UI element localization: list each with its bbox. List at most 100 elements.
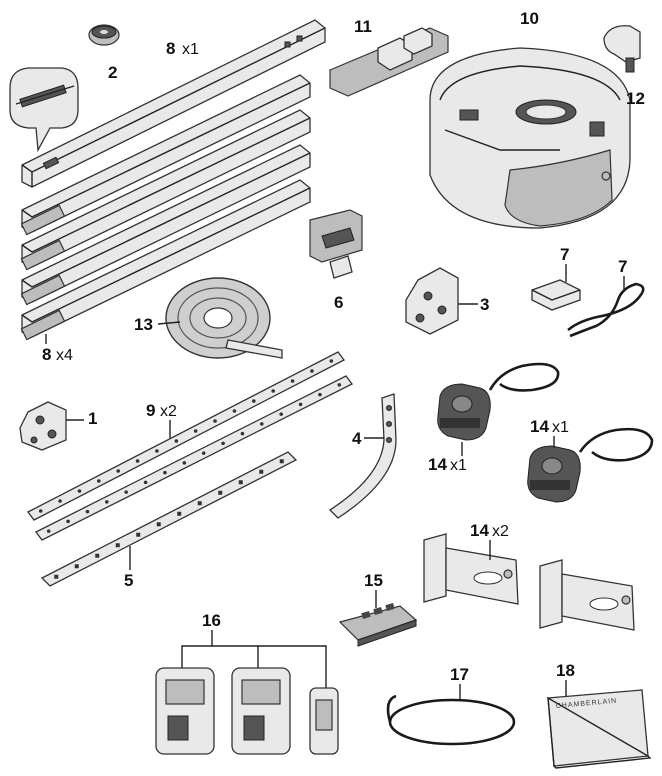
strap-hole bbox=[182, 461, 187, 465]
safety-sensor-unit-b bbox=[527, 427, 654, 503]
strap-hole bbox=[97, 479, 101, 483]
label-part-16: 16 bbox=[202, 611, 221, 630]
labels: 8 x1 2 11 10 12 6 13 3 7 7 8 x4 1 9 x2 4… bbox=[42, 9, 645, 700]
qty-part-8-top: x1 bbox=[182, 41, 199, 58]
strap-hole bbox=[279, 412, 283, 416]
label-part-14-c: 14 bbox=[470, 521, 489, 540]
strap-hole bbox=[260, 422, 264, 426]
qty-part-14-c: x2 bbox=[492, 523, 509, 540]
label-part-13: 13 bbox=[134, 315, 153, 334]
strap-hole bbox=[252, 399, 256, 403]
curved-arm-part bbox=[328, 393, 397, 519]
strap-hole bbox=[337, 383, 342, 387]
rope-coil-part bbox=[165, 277, 283, 359]
arm-hole bbox=[177, 511, 182, 516]
label-part-18: 18 bbox=[556, 661, 575, 680]
arm-hole bbox=[95, 553, 100, 558]
label-part-7-right: 7 bbox=[618, 257, 627, 276]
label-part-15: 15 bbox=[364, 571, 383, 590]
strap-hole bbox=[201, 451, 206, 455]
arm-hole bbox=[218, 490, 223, 495]
strap-hole bbox=[318, 392, 322, 397]
strap-hole bbox=[298, 402, 303, 407]
qty-part-14-a: x1 bbox=[450, 457, 467, 474]
door-bracket-part bbox=[405, 267, 459, 335]
rail-sections-stack bbox=[20, 74, 311, 341]
safety-sensor-unit-a bbox=[437, 362, 560, 441]
arm-hole bbox=[136, 532, 141, 537]
strap-hole bbox=[163, 470, 167, 475]
strap-hole bbox=[155, 449, 159, 453]
strap-hole bbox=[135, 459, 140, 463]
label-part-12: 11 bbox=[354, 17, 372, 36]
label-part-8-stack: 8 bbox=[42, 345, 51, 364]
strap-hole bbox=[310, 369, 314, 373]
strap-hole bbox=[105, 500, 109, 504]
label-part-14-a: 14 bbox=[428, 455, 447, 474]
strap-hole bbox=[66, 519, 70, 524]
manual-part: CHAMBERLAIN bbox=[547, 689, 652, 769]
sprocket-part bbox=[88, 24, 120, 46]
arm-hole bbox=[156, 522, 161, 527]
arm-hole bbox=[259, 469, 264, 474]
motor-unit bbox=[429, 47, 631, 229]
strap-hole bbox=[193, 429, 198, 433]
qty-part-14-b: x1 bbox=[552, 419, 569, 436]
arm-hole bbox=[54, 574, 59, 579]
arm-hole bbox=[238, 480, 243, 485]
label-part-8-top: 8 bbox=[166, 39, 175, 58]
arm-hole bbox=[115, 543, 120, 548]
strap-hole bbox=[124, 490, 128, 494]
strap-hole bbox=[221, 441, 225, 446]
strap-hole bbox=[271, 389, 275, 393]
strap-hole bbox=[77, 489, 82, 493]
arm-hole bbox=[74, 564, 79, 569]
rail-detail-callout bbox=[9, 67, 79, 153]
header-bracket-part bbox=[19, 401, 67, 451]
label-part-2: 2 bbox=[108, 63, 117, 82]
label-part-17: 17 bbox=[450, 665, 469, 684]
strap-hole bbox=[46, 529, 51, 533]
strap-hole bbox=[240, 431, 245, 436]
straight-arm-part bbox=[40, 451, 298, 587]
wire-coil-part bbox=[386, 694, 516, 746]
straps-part bbox=[27, 351, 353, 541]
label-part-10: 10 bbox=[520, 9, 539, 28]
label-part-9: 9 bbox=[146, 401, 155, 420]
arm-hole bbox=[279, 459, 284, 464]
straight-arm-holes bbox=[54, 459, 284, 579]
sensor-bracket-b bbox=[539, 559, 635, 631]
label-part-6: 6 bbox=[334, 293, 343, 312]
strap-hole bbox=[329, 359, 334, 363]
label-part-11: 12 bbox=[626, 89, 645, 108]
strap-hole bbox=[58, 499, 62, 503]
safety-sensor-part bbox=[531, 279, 581, 311]
strap-hole bbox=[85, 509, 90, 514]
remote-control-part bbox=[338, 603, 418, 647]
strap-hole bbox=[174, 439, 179, 443]
label-part-5: 5 bbox=[124, 571, 133, 590]
arm-hole bbox=[197, 501, 202, 506]
qty-part-9: x2 bbox=[160, 403, 177, 420]
strap-hole bbox=[143, 480, 148, 485]
rail-section-top bbox=[21, 19, 326, 188]
sensor-wire-part bbox=[567, 282, 645, 338]
strap-hole bbox=[232, 409, 237, 413]
sensor-bracket-part bbox=[309, 209, 363, 279]
straps-holes bbox=[38, 359, 342, 533]
label-part-14-b: 14 bbox=[530, 417, 549, 436]
light-lens-part bbox=[603, 25, 641, 73]
label-part-4: 4 bbox=[352, 429, 362, 448]
wall-controls-part bbox=[155, 630, 339, 755]
label-part-7-left: 7 bbox=[560, 245, 569, 264]
trolley-part bbox=[329, 27, 449, 97]
strap-hole bbox=[38, 509, 43, 513]
strap-hole bbox=[290, 379, 295, 383]
strap-hole bbox=[116, 469, 120, 473]
label-part-3: 3 bbox=[480, 295, 489, 314]
qty-part-8-stack: x4 bbox=[56, 347, 73, 364]
label-part-1: 1 bbox=[88, 409, 97, 428]
strap-hole bbox=[213, 419, 217, 423]
sensor-bracket-a bbox=[423, 533, 519, 605]
